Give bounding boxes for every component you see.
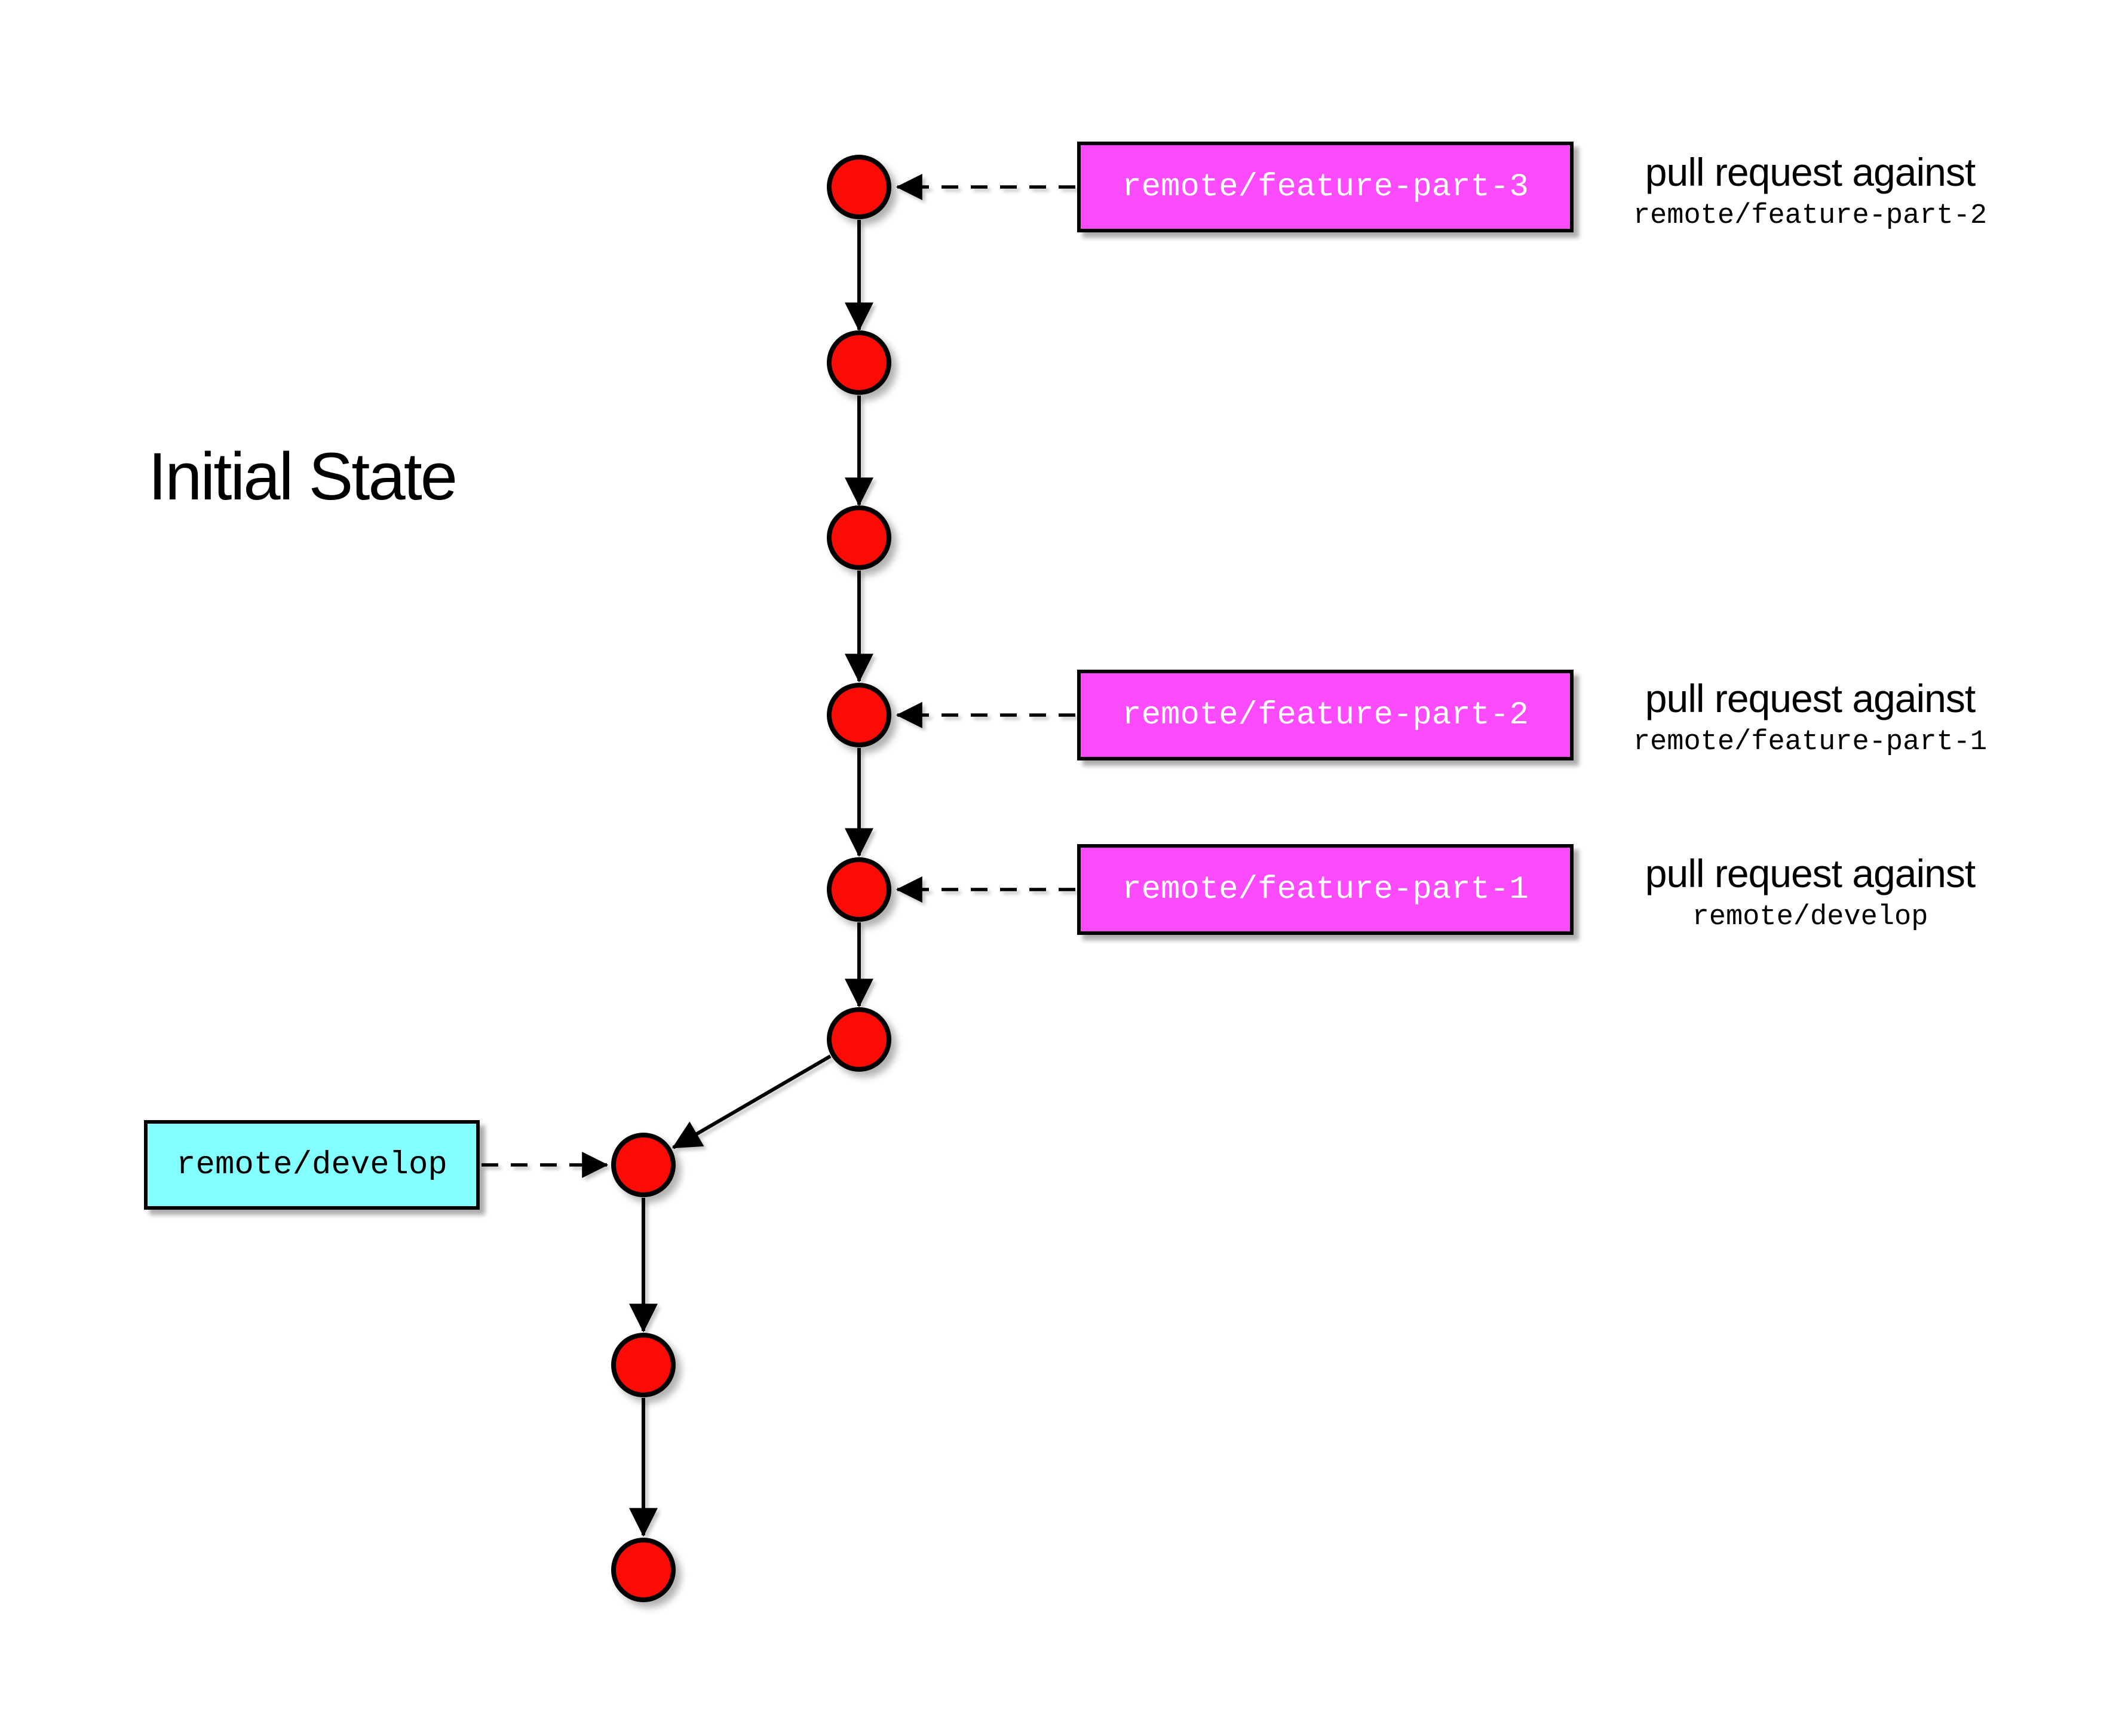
feature-commit-4 — [827, 683, 891, 747]
pr-annotation-text: pull request against — [1645, 851, 1976, 895]
pr-annotation-feature-part-1: pull request against remote/develop — [1577, 851, 2043, 933]
feature-commit-1 — [827, 155, 891, 219]
feature-commit-6 — [827, 1007, 891, 1072]
pr-annotation-target-branch: remote/develop — [1692, 901, 1928, 933]
pr-annotation-text: pull request against — [1645, 150, 1976, 194]
feature-commit-3 — [827, 505, 891, 570]
feature-commit-2 — [827, 330, 891, 395]
branch-label-text: remote/feature-part-3 — [1122, 168, 1529, 206]
commit-parent-arrow — [671, 1054, 832, 1149]
branch-label-feature-part-1: remote/feature-part-1 — [1077, 844, 1574, 935]
branch-label-feature-part-2: remote/feature-part-2 — [1077, 670, 1574, 760]
pr-annotation-text: pull request against — [1645, 676, 1976, 720]
develop-commit-2 — [611, 1333, 676, 1397]
develop-commit-3 — [611, 1538, 676, 1602]
pr-annotation-feature-part-2: pull request against remote/feature-part… — [1577, 676, 2043, 758]
branch-label-text: remote/feature-part-1 — [1122, 871, 1529, 908]
feature-commit-5 — [827, 857, 891, 922]
page-title: Initial State — [148, 439, 458, 514]
pr-annotation-feature-part-3: pull request against remote/feature-part… — [1577, 150, 2043, 232]
branch-label-feature-part-3: remote/feature-part-3 — [1077, 142, 1574, 232]
branch-label-text: remote/develop — [176, 1146, 447, 1183]
pr-annotation-target-branch: remote/feature-part-2 — [1633, 200, 1988, 232]
branch-label-text: remote/feature-part-2 — [1122, 697, 1529, 734]
pr-annotation-target-branch: remote/feature-part-1 — [1633, 726, 1988, 758]
branch-label-develop: remote/develop — [144, 1120, 480, 1210]
develop-commit-1 — [611, 1133, 676, 1197]
